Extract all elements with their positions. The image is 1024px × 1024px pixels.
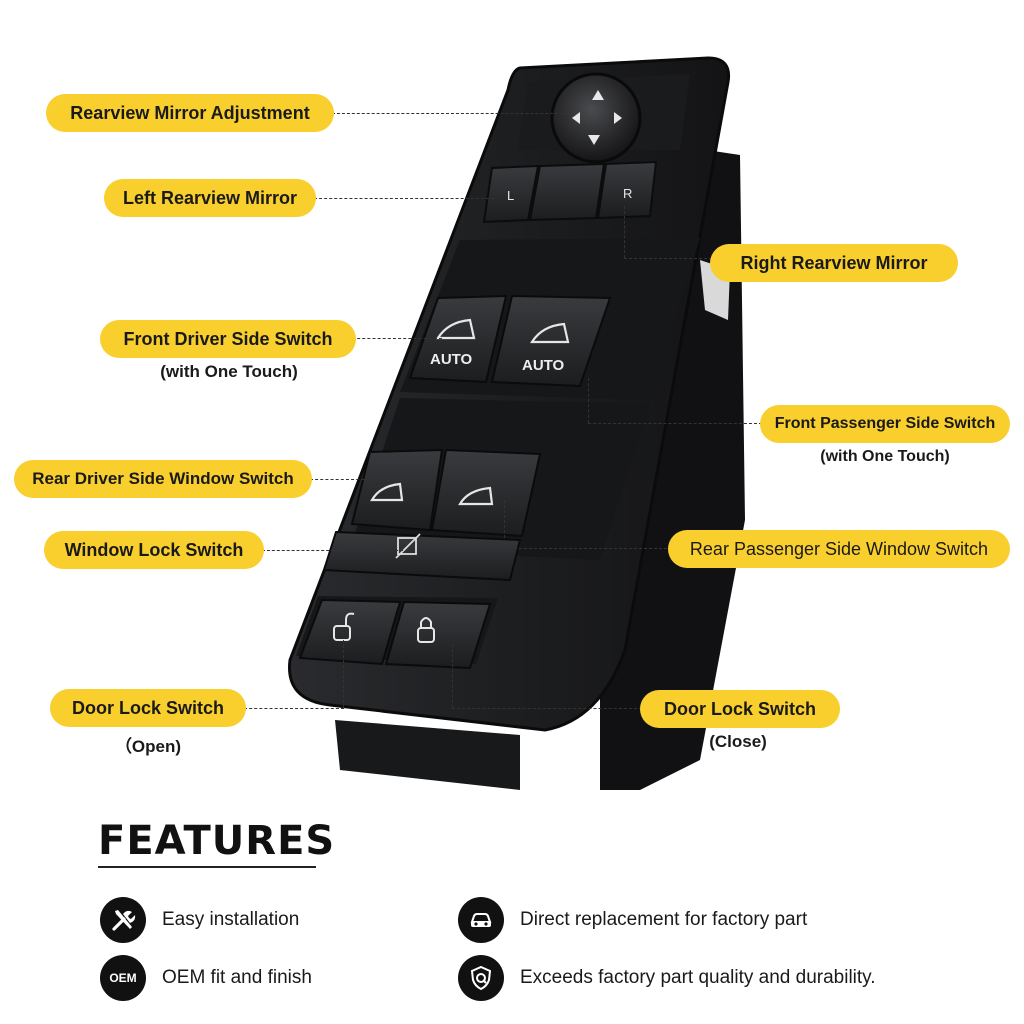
callout-door-lock-open-note: （Open): [114, 737, 182, 756]
right-mirror-button[interactable]: [596, 160, 658, 220]
leader-rearview-adjust: [332, 113, 568, 114]
right-mirror-label: R: [623, 186, 632, 201]
callout-front-driver-note: (with One Touch): [160, 362, 298, 381]
arrow-left-icon: [572, 112, 580, 124]
window-icon: [458, 486, 494, 506]
leader-rear-driver: [310, 479, 390, 480]
mirror-select-row: L R: [482, 160, 658, 224]
leader-right-mirror-vertical: [624, 206, 625, 258]
callout-front-passenger-side-switch: Front Passenger Side Switch: [760, 405, 1010, 443]
feature-text: Direct replacement for factory part: [520, 909, 808, 930]
features-underline: [98, 866, 316, 868]
door-lock-switch-group: [296, 596, 498, 670]
feature-item: OEM OEM fit and finish: [100, 955, 312, 1001]
mirror-adjust-knob[interactable]: [550, 72, 642, 164]
callout-front-passenger-note: (with One Touch): [820, 448, 950, 465]
callout-door-lock-close-note: (Close): [709, 732, 767, 751]
callout-rear-driver-side-window-switch: Rear Driver Side Window Switch: [14, 460, 312, 498]
leader-door-close: [452, 708, 642, 709]
left-mirror-button[interactable]: [482, 164, 540, 224]
feature-text: Exceeds factory part quality and durabil…: [520, 967, 876, 988]
callout-left-rearview-mirror: Left Rearview Mirror: [104, 179, 316, 217]
callout-rearview-mirror-adjustment: Rearview Mirror Adjustment: [46, 94, 334, 132]
arrow-down-icon: [588, 135, 600, 145]
leader-left-mirror: [314, 198, 494, 199]
oem-icon-text: OEM: [109, 971, 137, 985]
feature-item: Exceeds factory part quality and durabil…: [458, 955, 876, 1001]
car-icon: [458, 897, 504, 943]
features-title: FEATURES: [98, 818, 336, 864]
auto-label-driver: AUTO: [430, 351, 473, 368]
feature-item: Direct replacement for factory part: [458, 897, 807, 943]
leader-front-passenger-vertical: [588, 378, 589, 423]
window-icon: [436, 318, 476, 340]
leader-door-close-vertical: [452, 644, 453, 708]
leader-door-open: [244, 708, 344, 709]
leader-window-lock: [262, 550, 408, 551]
window-lock-button[interactable]: [322, 530, 522, 582]
lock-icon: [417, 617, 435, 643]
left-mirror-label: L: [507, 188, 514, 203]
feature-item: Easy installation: [100, 897, 299, 943]
door-lock-button[interactable]: [384, 600, 492, 670]
leader-front-passenger: [588, 423, 762, 424]
callout-rear-passenger-side-window-switch: Rear Passenger Side Window Switch: [668, 530, 1010, 568]
leader-right-mirror: [624, 258, 712, 259]
rear-driver-switch-button[interactable]: [350, 448, 444, 532]
rear-passenger-switch-button[interactable]: [430, 448, 542, 538]
tools-icon: [100, 897, 146, 943]
callout-front-driver-side-switch: Front Driver Side Switch: [100, 320, 356, 358]
callout-window-lock-switch: Window Lock Switch: [44, 531, 264, 569]
window-lock-icon: [395, 533, 421, 559]
feature-text: OEM fit and finish: [162, 967, 312, 988]
callout-door-lock-switch-open: Door Lock Switch: [50, 689, 246, 727]
feature-text: Easy installation: [162, 909, 300, 930]
window-icon: [370, 482, 404, 502]
arrow-right-icon: [614, 112, 622, 124]
leader-rear-passenger: [504, 548, 672, 549]
auto-label-passenger: AUTO: [522, 357, 565, 374]
leader-door-open-vertical: [343, 640, 344, 708]
callout-right-rearview-mirror: Right Rearview Mirror: [710, 244, 958, 282]
quality-shield-icon: [458, 955, 504, 1001]
window-icon: [530, 322, 570, 344]
mirror-neutral-button[interactable]: [528, 162, 606, 222]
leader-front-driver: [352, 338, 442, 339]
front-window-switch-group: AUTO AUTO: [400, 238, 700, 400]
unlock-icon: [333, 612, 355, 641]
callout-door-lock-switch-close: Door Lock Switch: [640, 690, 840, 728]
arrow-up-icon: [592, 90, 604, 100]
rear-window-switch-group: [322, 398, 650, 582]
leader-rear-passenger-vertical: [504, 500, 505, 548]
oem-icon: OEM: [100, 955, 146, 1001]
